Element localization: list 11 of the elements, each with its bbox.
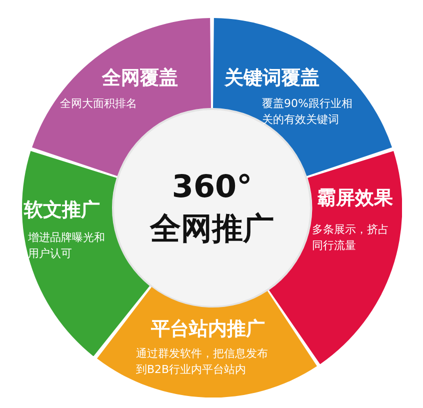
segment-description: 增进品牌曝光和用户认可 xyxy=(28,230,106,262)
segment-description: 多条展示，挤占同行流量 xyxy=(312,222,390,254)
segment-description: 覆盖90%跟行业相关的有效关键词 xyxy=(262,96,354,128)
segment-title: 霸屏效果 xyxy=(316,186,394,211)
segment-title: 软文推广 xyxy=(22,198,101,223)
segment-description: 全网大面积排名 xyxy=(60,96,138,112)
segment-title: 全网覆盖 xyxy=(100,66,179,91)
segment-title: 关键词覆盖 xyxy=(223,66,320,91)
segment-description: 通过群发软件，把信息发布到B2B行业内平台站内 xyxy=(136,346,269,378)
segment-title: 平台站内推广 xyxy=(150,316,266,342)
center-title: 360° 全网推广 xyxy=(148,168,275,249)
